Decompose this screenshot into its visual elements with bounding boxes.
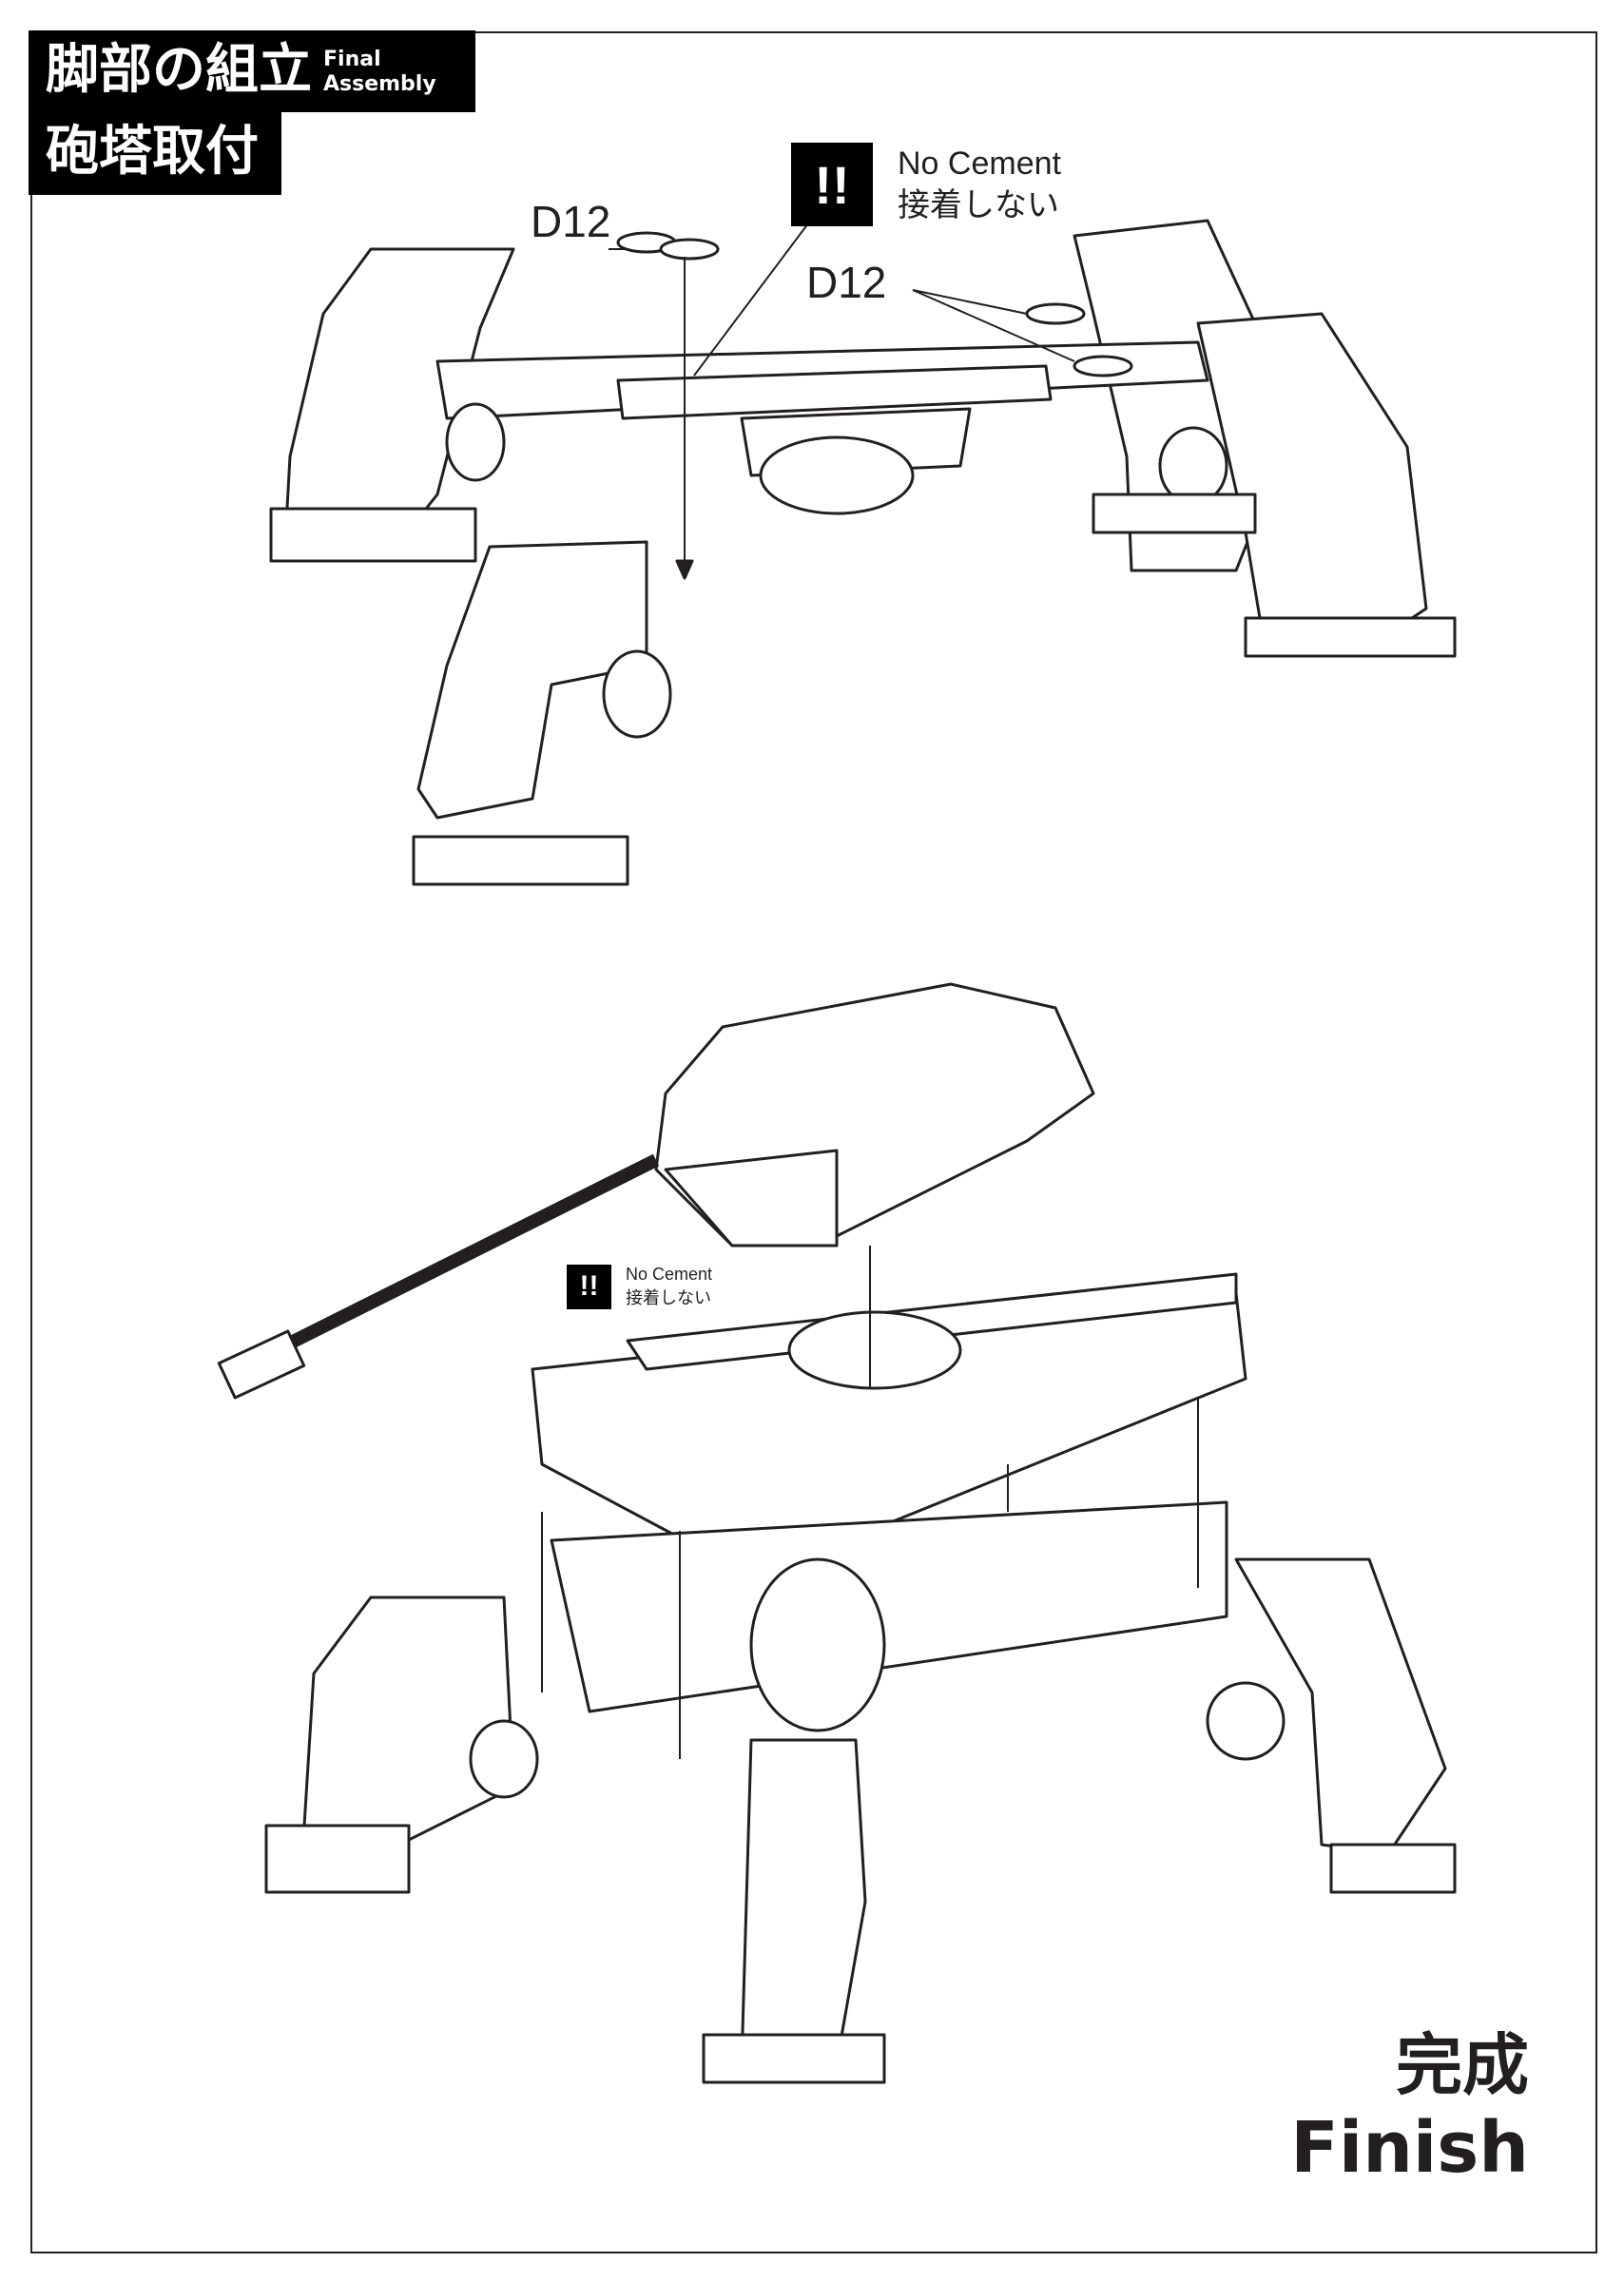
- warning-exclamation-icon: !!: [791, 143, 873, 226]
- title-ja-line2: 砲塔取付: [46, 121, 259, 183]
- no-cement-en: No Cement: [626, 1265, 713, 1284]
- finish-en: Finish: [1290, 2107, 1529, 2189]
- upper-assembly-diagram: [269, 219, 1457, 886]
- no-cement-en: No Cement: [898, 145, 1061, 182]
- lower-assembly-diagram: [217, 982, 1457, 2084]
- title-en-line1: Final: [323, 48, 381, 71]
- title-en: Final Assembly: [323, 48, 436, 97]
- title-ja-line1: 脚部の組立: [46, 39, 312, 101]
- header-block: [29, 30, 475, 112]
- finish-ja: 完成: [1396, 2026, 1529, 2104]
- title-en-line2: Assembly: [323, 72, 436, 96]
- header-block-lower: [29, 112, 281, 195]
- part-label-d12-right: D12: [806, 258, 887, 307]
- no-cement-ja: 接着しない: [898, 187, 1059, 223]
- part-label-d12-left: D12: [531, 197, 611, 246]
- page-border: [30, 31, 1597, 2253]
- finish-label: 完成 Finish: [1290, 2025, 1529, 2191]
- warning-exclamation-icon: !!: [567, 1264, 611, 1309]
- no-cement-warning-top: !! No Cement 接着しない: [791, 143, 1061, 226]
- no-cement-ja: 接着しない: [626, 1288, 711, 1307]
- no-cement-warning-lower: !! No Cement 接着しない: [567, 1263, 712, 1310]
